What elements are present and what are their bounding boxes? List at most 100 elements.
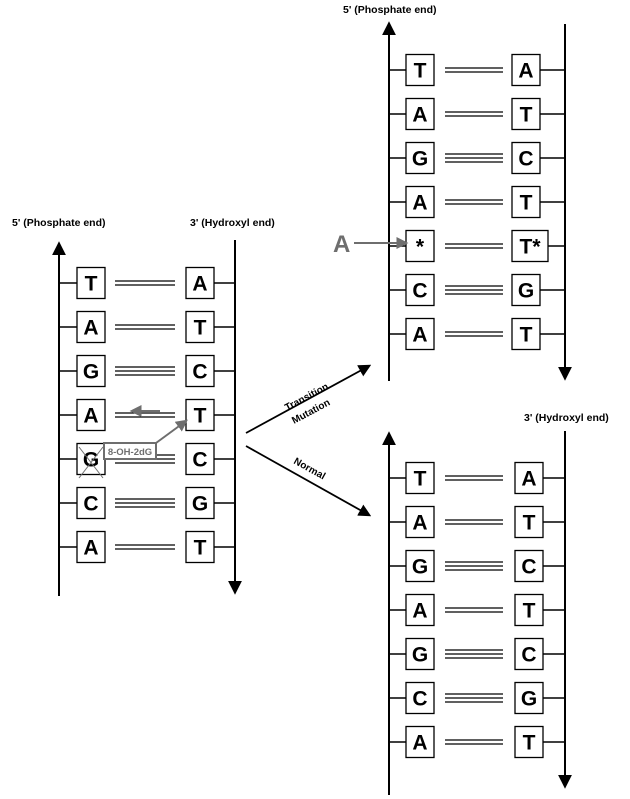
pathway-arrows: Transition Mutation Normal — [245, 364, 372, 517]
right-base-letter: T — [520, 192, 533, 215]
left-base-box — [405, 681, 435, 715]
damage-cross-line — [78, 446, 104, 479]
right-base-letter: G — [518, 280, 534, 303]
left-base-box — [405, 141, 435, 175]
right-base-letter: A — [192, 273, 207, 296]
left-base-box — [405, 637, 435, 671]
right-base-box — [514, 725, 544, 759]
left-base-box — [76, 486, 106, 520]
left-base-letter: G — [412, 148, 428, 171]
right-base-box — [514, 461, 544, 495]
left-base-box — [405, 505, 435, 539]
right-base-letter: T — [523, 512, 536, 535]
left-base-box — [76, 310, 106, 344]
oxoguanine-pointer-arrow — [155, 419, 188, 444]
right-base-letter: T — [520, 324, 533, 347]
incoming-adenine-label: A — [333, 231, 350, 258]
right-base-box — [514, 549, 544, 583]
right-base-box — [185, 398, 215, 432]
left-base-letter: G — [412, 556, 428, 579]
right-base-letter: G — [192, 493, 208, 516]
right-base-box — [185, 266, 215, 300]
right-base-box — [185, 442, 215, 476]
right-base-letter: C — [521, 556, 536, 579]
right-base-box — [511, 53, 541, 87]
normal-pathway-arrow — [245, 445, 372, 517]
right-base-letter: T — [194, 317, 207, 340]
right-base-box — [514, 681, 544, 715]
left-base-letter: C — [412, 688, 427, 711]
right-base-box — [185, 310, 215, 344]
right-base-letter: A — [518, 60, 533, 83]
left-base-box — [76, 354, 106, 388]
left-base-box — [405, 229, 435, 263]
left-base-letter: * — [416, 236, 425, 259]
left-base-letter: T — [414, 60, 427, 83]
left-base-letter: T — [414, 468, 427, 491]
right-base-letter: T — [523, 600, 536, 623]
left-base-letter: G — [83, 361, 99, 384]
right-base-letter: T — [520, 104, 533, 127]
left-base-letter: A — [412, 512, 427, 535]
left-base-box — [405, 273, 435, 307]
left-base-box — [76, 442, 106, 476]
left-base-box — [405, 549, 435, 583]
right-base-box — [185, 486, 215, 520]
right-base-letter: G — [521, 688, 537, 711]
left-base-box — [405, 53, 435, 87]
left-base-letter: T — [85, 273, 98, 296]
right-base-letter: C — [192, 361, 207, 384]
right-base-box — [185, 530, 215, 564]
right-base-letter: T* — [520, 236, 542, 259]
left-base-letter: A — [83, 317, 98, 340]
left-base-box — [405, 461, 435, 495]
left-base-box — [76, 266, 106, 300]
right-base-letter: C — [521, 644, 536, 667]
right-base-box — [511, 185, 541, 219]
left-base-letter: A — [412, 324, 427, 347]
left-base-box — [405, 317, 435, 351]
bottom-right-3prime-label: 3' (Hydroxyl end) — [524, 412, 609, 424]
right-base-letter: A — [521, 468, 536, 491]
damaged-base-marker: 8-OH-2dG — [78, 405, 188, 479]
oxoguanine-label-box — [103, 442, 157, 460]
left-3prime-label: 3' (Hydroxyl end) — [190, 217, 275, 229]
left-base-letter: A — [412, 104, 427, 127]
right-base-letter: T — [194, 537, 207, 560]
left-base-letter: C — [412, 280, 427, 303]
left-base-letter: A — [83, 405, 98, 428]
left-base-box — [405, 97, 435, 131]
right-base-letter: C — [192, 449, 207, 472]
right-base-box — [511, 317, 541, 351]
right-base-box — [511, 229, 549, 263]
left-5prime-label: 5' (Phosphate end) — [12, 217, 106, 229]
left-base-box — [405, 185, 435, 219]
right-base-box — [185, 354, 215, 388]
base-pair: * T* — [389, 229, 565, 263]
normal-label: Normal — [292, 456, 328, 482]
